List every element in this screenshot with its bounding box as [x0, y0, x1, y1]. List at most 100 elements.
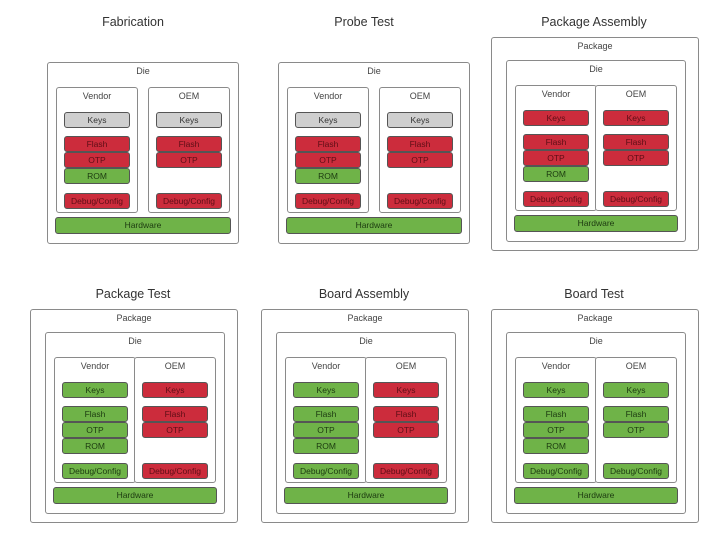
vendor-keys-block: Keys: [523, 382, 589, 398]
vendor-debug-block: Debug/Config: [293, 463, 359, 479]
oem-keys-block: Keys: [142, 382, 208, 398]
oem-label: OEM: [409, 91, 431, 101]
package-label: Package: [116, 313, 152, 323]
oem-keys-block: Keys: [373, 382, 439, 398]
vendor-label: Vendor: [311, 361, 341, 371]
vendor-flash-block: Flash: [523, 406, 589, 422]
oem-keys-block: Keys: [156, 112, 222, 128]
vendor-otp-block: OTP: [295, 152, 361, 168]
vendor-flash-block: Flash: [64, 136, 130, 152]
vendor-debug-block: Debug/Config: [523, 191, 589, 207]
oem-flash-block: Flash: [387, 136, 453, 152]
vendor-label: Vendor: [80, 361, 110, 371]
package-label: Package: [577, 41, 613, 51]
oem-debug-block: Debug/Config: [387, 193, 453, 209]
oem-debug-block: Debug/Config: [373, 463, 439, 479]
oem-flash-block: Flash: [603, 406, 669, 422]
oem-otp-block: OTP: [373, 422, 439, 438]
vendor-rom-block: ROM: [523, 438, 589, 454]
package-label: Package: [577, 313, 613, 323]
hardware-bar: Hardware: [514, 487, 678, 504]
vendor-rom-block: ROM: [64, 168, 130, 184]
oem-flash-block: Flash: [142, 406, 208, 422]
vendor-rom-block: ROM: [62, 438, 128, 454]
oem-otp-block: OTP: [156, 152, 222, 168]
oem-debug-block: Debug/Config: [603, 463, 669, 479]
vendor-rom-block: ROM: [295, 168, 361, 184]
oem-keys-block: Keys: [603, 110, 669, 126]
vendor-flash-block: Flash: [62, 406, 128, 422]
vendor-label: Vendor: [313, 91, 343, 101]
vendor-otp-block: OTP: [293, 422, 359, 438]
vendor-debug-block: Debug/Config: [62, 463, 128, 479]
vendor-label: Vendor: [541, 361, 571, 371]
stage-title: Package Test: [95, 287, 171, 301]
die-label: Die: [589, 336, 603, 346]
die-label: Die: [136, 66, 150, 76]
stage-title: Board Test: [564, 287, 624, 301]
vendor-otp-block: OTP: [64, 152, 130, 168]
vendor-keys-block: Keys: [295, 112, 361, 128]
vendor-rom-block: ROM: [523, 166, 589, 182]
oem-keys-block: Keys: [603, 382, 669, 398]
oem-label: OEM: [625, 89, 647, 99]
stage-title: Package Assembly: [541, 15, 647, 29]
vendor-debug-block: Debug/Config: [64, 193, 130, 209]
vendor-keys-block: Keys: [293, 382, 359, 398]
hardware-bar: Hardware: [53, 487, 217, 504]
vendor-otp-block: OTP: [523, 150, 589, 166]
hardware-bar: Hardware: [284, 487, 448, 504]
vendor-debug-block: Debug/Config: [295, 193, 361, 209]
oem-otp-block: OTP: [387, 152, 453, 168]
die-label: Die: [367, 66, 381, 76]
oem-debug-block: Debug/Config: [156, 193, 222, 209]
vendor-label: Vendor: [541, 89, 571, 99]
hardware-bar: Hardware: [55, 217, 231, 234]
die-label: Die: [128, 336, 142, 346]
die-label: Die: [359, 336, 373, 346]
vendor-flash-block: Flash: [293, 406, 359, 422]
stage-title: Fabrication: [102, 15, 164, 29]
oem-label: OEM: [164, 361, 186, 371]
vendor-keys-block: Keys: [64, 112, 130, 128]
vendor-otp-block: OTP: [62, 422, 128, 438]
oem-flash-block: Flash: [373, 406, 439, 422]
oem-keys-block: Keys: [387, 112, 453, 128]
vendor-flash-block: Flash: [295, 136, 361, 152]
vendor-flash-block: Flash: [523, 134, 589, 150]
vendor-keys-block: Keys: [523, 110, 589, 126]
oem-otp-block: OTP: [603, 422, 669, 438]
oem-debug-block: Debug/Config: [142, 463, 208, 479]
vendor-otp-block: OTP: [523, 422, 589, 438]
vendor-keys-block: Keys: [62, 382, 128, 398]
vendor-label: Vendor: [82, 91, 112, 101]
oem-otp-block: OTP: [603, 150, 669, 166]
vendor-debug-block: Debug/Config: [523, 463, 589, 479]
package-label: Package: [347, 313, 383, 323]
oem-label: OEM: [395, 361, 417, 371]
oem-flash-block: Flash: [603, 134, 669, 150]
